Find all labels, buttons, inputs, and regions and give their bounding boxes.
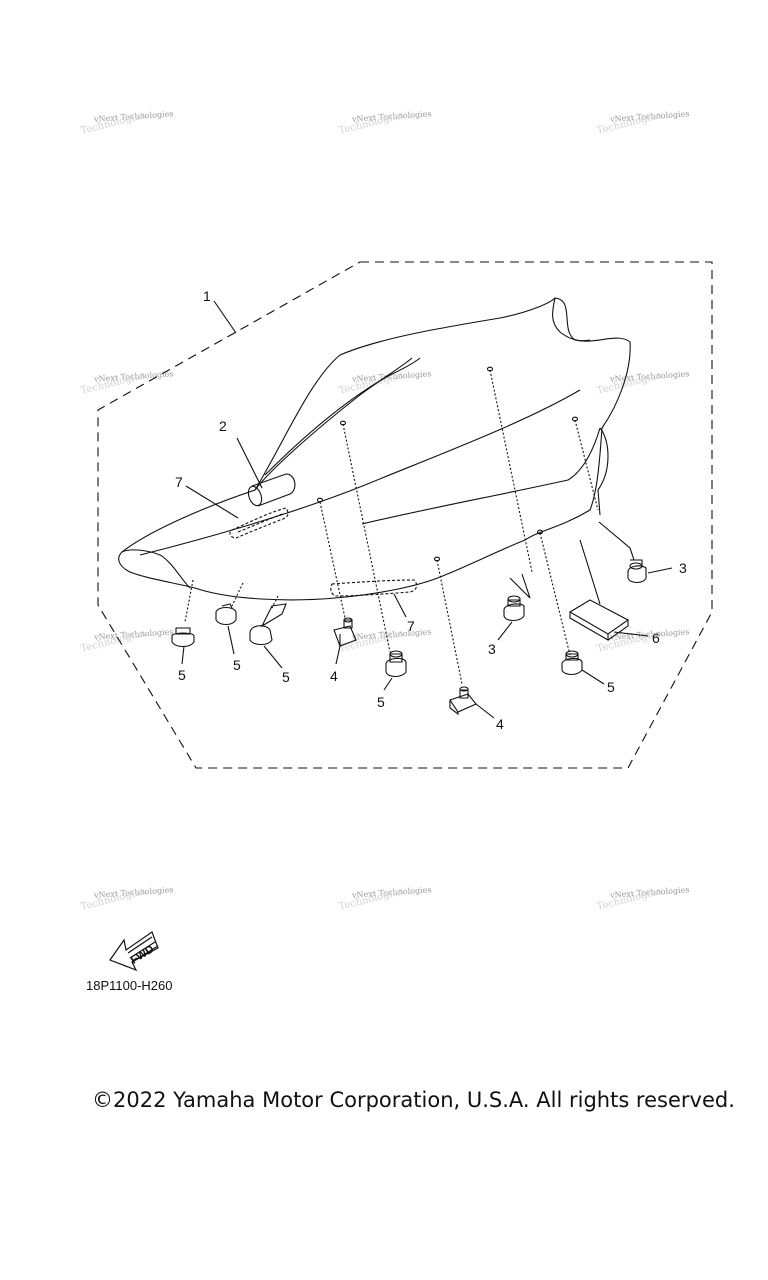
mount-holes: [316, 366, 579, 562]
part-code: 18P1100-H260: [86, 978, 173, 993]
part-5-grommet: [249, 603, 287, 669]
callout-7: 7: [407, 618, 415, 634]
seat: [118, 297, 631, 601]
part-2-roll: [236, 437, 296, 507]
callout-1: 1: [203, 288, 211, 304]
part-5-grommet: [561, 650, 605, 685]
leader-line: [213, 300, 237, 334]
part-5-grommet: [171, 627, 195, 665]
callout-3: 3: [488, 641, 496, 657]
callout-5: 5: [282, 669, 290, 685]
callouts: 1 2 7 7 3 3 6 5 5 5 5 5 4 4: [175, 288, 687, 732]
callout-5: 5: [178, 667, 186, 683]
part-6-pad: [568, 539, 649, 641]
callout-5: 5: [607, 679, 615, 695]
part-7-strips: [229, 507, 418, 597]
callout-7: 7: [175, 474, 183, 490]
part-3-damper: [497, 595, 525, 641]
part-4-nut: [449, 686, 495, 719]
part-5-grommet: [383, 650, 407, 691]
leader-line: [185, 485, 239, 519]
leader-line: [393, 593, 407, 618]
copyright-notice: ©2022 Yamaha Motor Corporation, U.S.A. A…: [92, 1088, 735, 1112]
assembly-boundary: [97, 261, 713, 769]
part-3-damper: [598, 521, 673, 584]
callout-5: 5: [233, 657, 241, 673]
callout-6: 6: [652, 630, 660, 646]
callout-4: 4: [330, 668, 338, 684]
callout-2: 2: [219, 418, 227, 434]
fastener-guides: [184, 369, 599, 685]
part-4-nut: [333, 617, 357, 665]
fwd-arrow-icon: FWD: [109, 931, 159, 972]
callout-5: 5: [377, 694, 385, 710]
part-5-grommet: [215, 603, 237, 655]
callout-4: 4: [496, 716, 504, 732]
callout-3: 3: [679, 560, 687, 576]
